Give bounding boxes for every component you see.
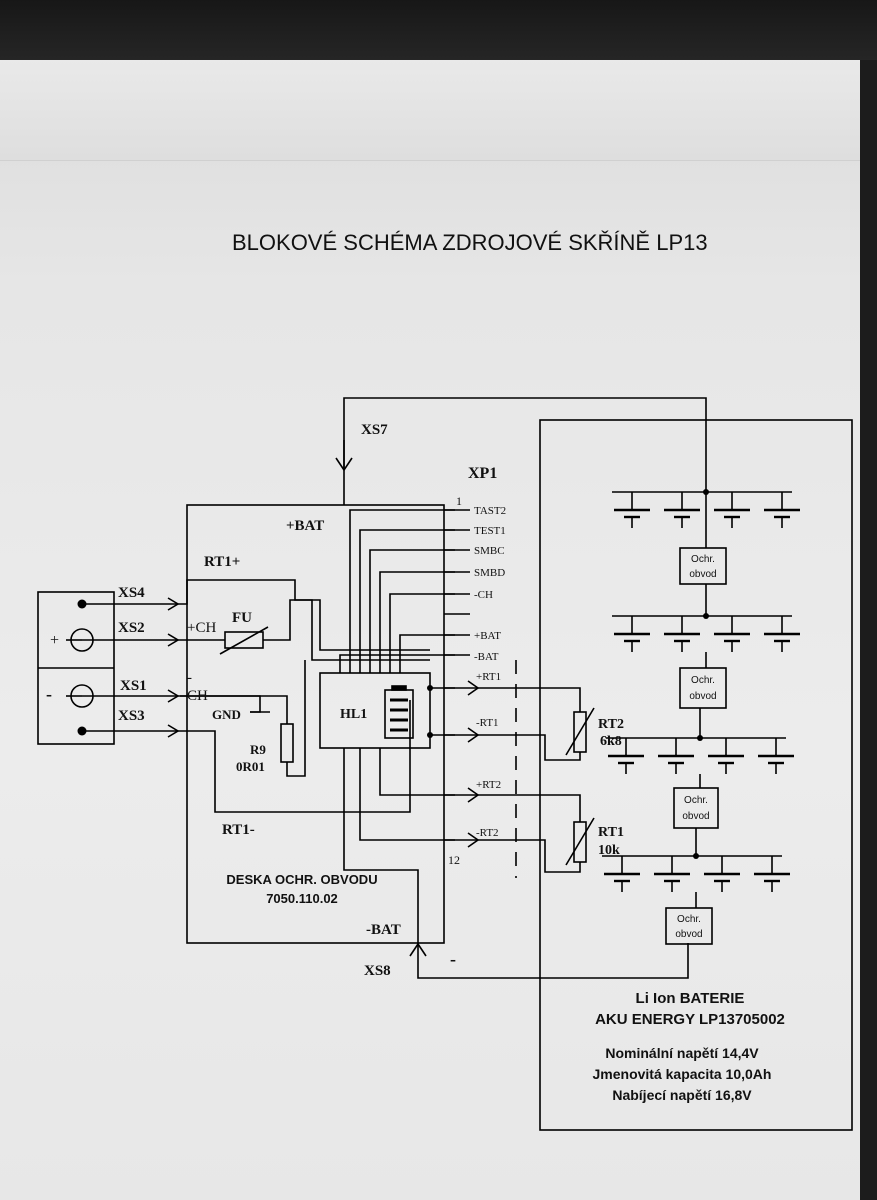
rt1-minus-label: RT1-	[222, 822, 255, 838]
protection-board-outline	[186, 504, 445, 944]
xp1-pin-plus-rt1: +RT1	[476, 671, 501, 683]
monitor-bezel-right	[858, 60, 877, 1200]
xp1-pin-plus-bat: +BAT	[474, 630, 501, 642]
xp1-pin-first: 1	[456, 494, 462, 508]
xp1-pin-tast2: TAST2	[474, 505, 506, 517]
battery-outline	[539, 419, 853, 1131]
rt1-value: 10k	[598, 843, 620, 858]
gnd-label: GND	[212, 707, 241, 722]
r9-label: R9	[250, 742, 266, 757]
battery-spec-charge: Nabíjecí napětí 16,8V	[612, 1087, 752, 1103]
xp1-pin-smbd: SMBD	[474, 567, 505, 579]
protection-2-label-1: Ochr.	[691, 675, 715, 686]
xp1-pin-minus-rt2: -RT2	[476, 827, 499, 839]
ch-dash: -	[187, 670, 192, 686]
battery-spec-capacity: Jmenovitá kapacita 10,0Ah	[593, 1066, 772, 1082]
xp1-pin-test1: TEST1	[474, 525, 506, 537]
battery-spec-voltage: Nominální napětí 14,4V	[605, 1045, 759, 1061]
cell-bank-4	[600, 854, 792, 894]
protection-3-label-2: obvod	[682, 811, 709, 822]
xp1-pin-minus-bat: -BAT	[474, 651, 499, 663]
xs7-label: XS7	[361, 422, 388, 438]
rt2-value: 6k8	[600, 734, 622, 749]
monitor-bezel-top	[0, 0, 877, 62]
minus-sign: -	[46, 684, 52, 704]
xs4-label: XS4	[118, 585, 145, 601]
battery-minus-mark: -	[450, 949, 456, 969]
ch-label: CH	[187, 688, 208, 704]
xs3-label: XS3	[118, 708, 145, 724]
fu-label: FU	[232, 610, 252, 626]
xs2-label: XS2	[118, 620, 145, 636]
board-name-line2: 7050.110.02	[266, 891, 338, 906]
minus-bat-label: -BAT	[366, 922, 401, 938]
plus-ch-label: +CH	[187, 620, 216, 636]
rt1-plus-label: RT1+	[204, 554, 240, 570]
hl1-indicator-block	[319, 672, 431, 749]
xp1-pin-minus-ch: -CH	[474, 589, 493, 601]
protection-2-label-2: obvod	[689, 691, 716, 702]
xs7-wire	[343, 397, 707, 505]
protection-4-label-1: Ochr.	[677, 914, 701, 925]
battery-protection-4	[665, 907, 713, 945]
board-name-line1: DESKA OCHR. OBVODU	[226, 872, 377, 887]
xp1-label: XP1	[468, 465, 497, 482]
hl1-label: HL1	[340, 707, 367, 722]
battery-name-line1: Li Ion BATERIE	[636, 990, 745, 1007]
protection-3-label-1: Ochr.	[684, 795, 708, 806]
diagram-title: BLOKOVÉ SCHÉMA ZDROJOVÉ SKŘÍNĚ LP13	[232, 230, 708, 255]
r9-value: 0R01	[236, 759, 265, 774]
xs8-label: XS8	[364, 963, 391, 979]
protection-1-label-1: Ochr.	[691, 554, 715, 565]
plus-bat-label: +BAT	[286, 518, 324, 534]
xp1-pin-smbc: SMBC	[474, 545, 505, 557]
viewer-top-bar	[0, 60, 860, 161]
xp1-pin-last: 12	[448, 853, 460, 867]
xp1-pin-minus-rt1: -RT1	[476, 717, 499, 729]
rt1-label: RT1	[598, 825, 624, 840]
rt2-label: RT2	[598, 717, 624, 732]
xp1-pin-plus-rt2: +RT2	[476, 779, 501, 791]
plus-sign: +	[50, 632, 59, 649]
screen	[0, 60, 860, 1200]
protection-4-label-2: obvod	[675, 929, 702, 940]
cell-bank-3	[604, 736, 796, 776]
battery-protection-2	[679, 667, 727, 709]
xs1-label: XS1	[120, 678, 147, 694]
protection-1-label-2: obvod	[689, 569, 716, 580]
battery-protection-1	[679, 547, 727, 585]
cell-bank-2	[610, 614, 802, 654]
battery-name-line2: AKU ENERGY LP13705002	[595, 1011, 785, 1028]
battery-protection-3	[673, 787, 719, 829]
